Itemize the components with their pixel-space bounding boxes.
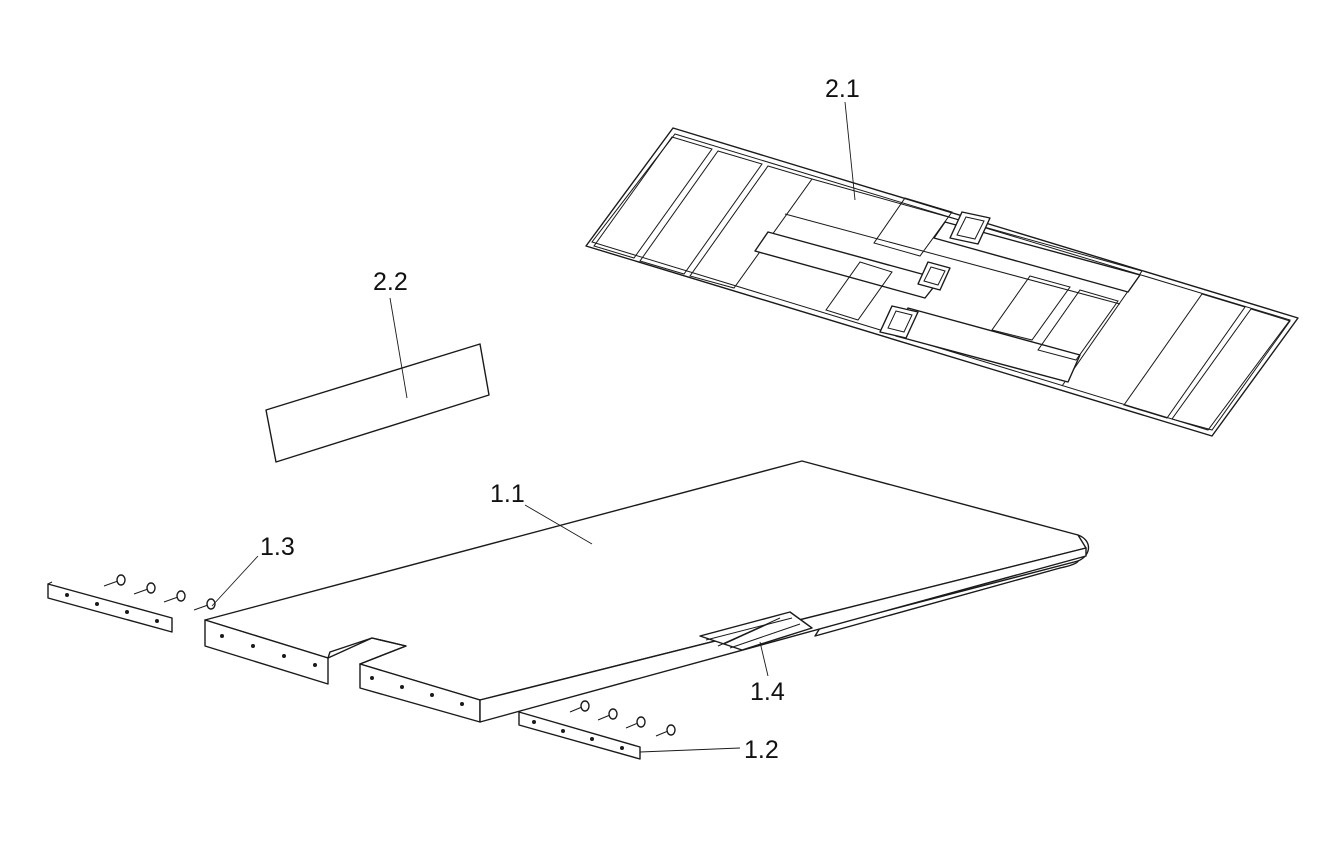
callout-2-2: 2.2 (373, 268, 408, 296)
buckle-top (949, 211, 991, 245)
leader-2-2 (389, 297, 408, 399)
screw-set-right (569, 700, 676, 737)
buckle-middle (917, 261, 951, 291)
part-1-3-mounting-bar (47, 574, 216, 633)
part-1-2-mounting-bar (518, 700, 676, 760)
part-1-1-base-plate (204, 460, 1090, 723)
callout-1-3: 1.3 (260, 533, 295, 561)
leader-1-1 (524, 504, 593, 545)
callout-2-1: 2.1 (825, 75, 860, 103)
part-2-1-strap-cover (585, 127, 1299, 437)
screw-set-left (103, 574, 216, 611)
part-2-2-flat-pad (265, 343, 490, 463)
buckle-bottom (879, 305, 919, 339)
leader-2-1 (844, 101, 856, 201)
leader-1-4 (759, 641, 769, 677)
callout-1-1: 1.1 (490, 480, 525, 508)
leader-1-3 (211, 555, 259, 607)
callout-1-4: 1.4 (750, 678, 785, 706)
part-1-4-clip (699, 611, 813, 651)
callout-1-2: 1.2 (744, 736, 779, 764)
leader-1-2 (639, 747, 741, 753)
